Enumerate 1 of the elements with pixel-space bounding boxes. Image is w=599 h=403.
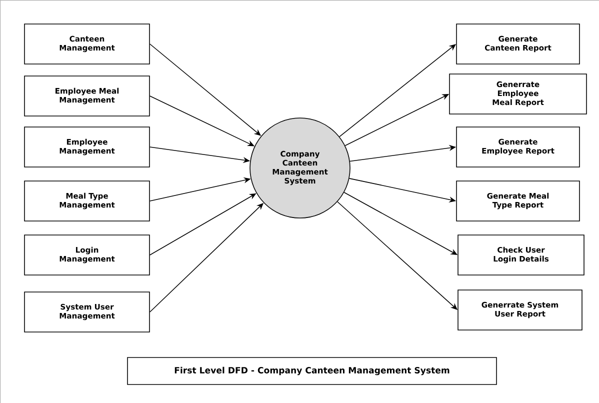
title-box: First Level DFD - Company Canteen Management System [127, 357, 497, 385]
